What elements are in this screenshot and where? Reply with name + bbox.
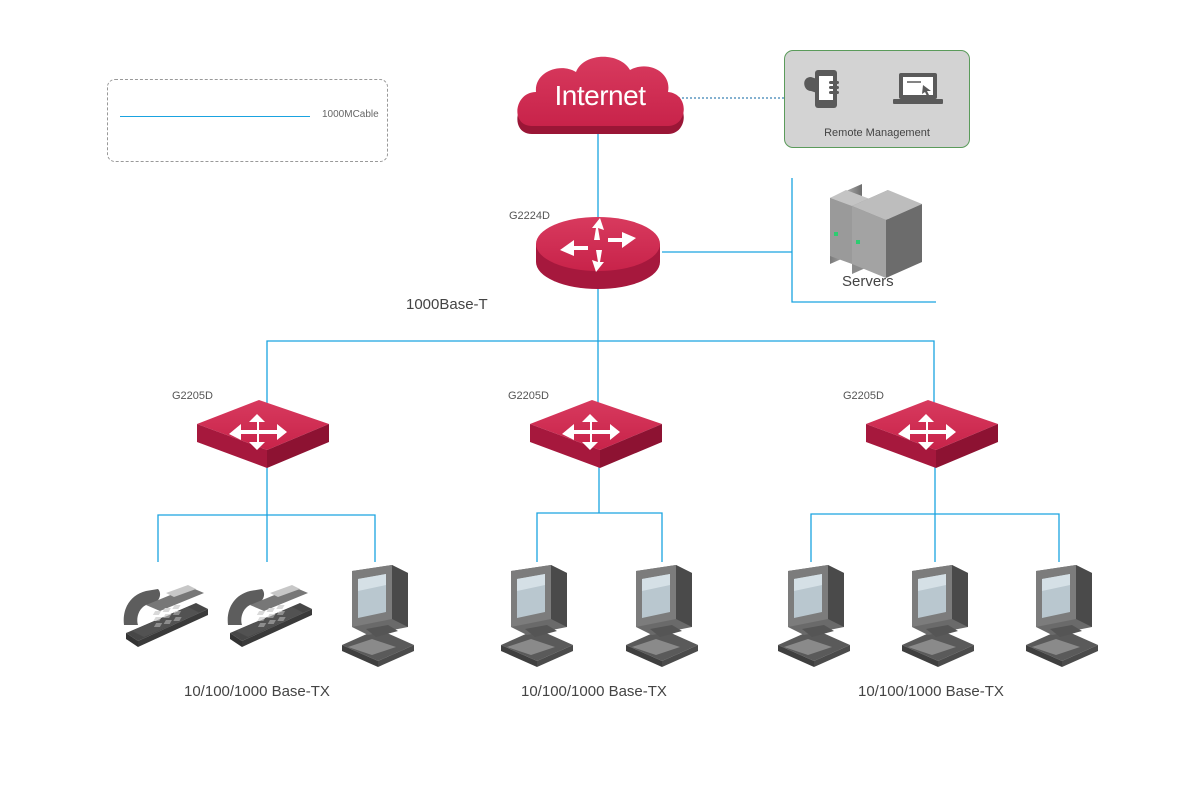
computer-icon (1026, 565, 1098, 667)
desk-phone-icon (227, 585, 312, 647)
laptop-icon (893, 73, 943, 104)
internet-cloud-icon (517, 56, 684, 134)
computer-icon (626, 565, 698, 667)
access-switch-1-model: G2205D (172, 390, 213, 402)
link-distribution (266, 340, 935, 405)
smartphone-icon (804, 70, 839, 108)
links (157, 97, 1060, 562)
desk-phone-icon (123, 585, 208, 647)
access-switch-2-icon (530, 400, 662, 468)
core-switch-model: G2224D (509, 210, 550, 222)
servers-icon (830, 184, 922, 278)
access-switch-3-model: G2205D (843, 390, 884, 402)
computer-icon (778, 565, 850, 667)
remote-management-box: Remote Management (784, 50, 970, 148)
legend: 1000MCable (107, 79, 388, 162)
link-server-rack (791, 178, 936, 303)
access-switch-2-model: G2205D (508, 390, 549, 402)
servers-label: Servers (842, 273, 894, 290)
computer-icon (902, 565, 974, 667)
remote-devices (804, 70, 943, 108)
access-tier-1-label: 10/100/1000 Base-TX (184, 683, 330, 700)
legend-cable-line (120, 116, 310, 117)
access-tier-3-label: 10/100/1000 Base-TX (858, 683, 1004, 700)
computer-icon (501, 565, 573, 667)
remote-management-label: Remote Management (824, 127, 930, 139)
access-switch-1-icon (197, 400, 329, 468)
legend-label: 1000MCable (322, 109, 379, 120)
uplink-label: 1000Base-T (406, 296, 488, 313)
access-switch-3-icon (866, 400, 998, 468)
internet-label: Internet (554, 80, 646, 111)
access-tier-2-label: 10/100/1000 Base-TX (521, 683, 667, 700)
computer-icon (342, 565, 414, 667)
core-switch-icon (536, 217, 660, 289)
